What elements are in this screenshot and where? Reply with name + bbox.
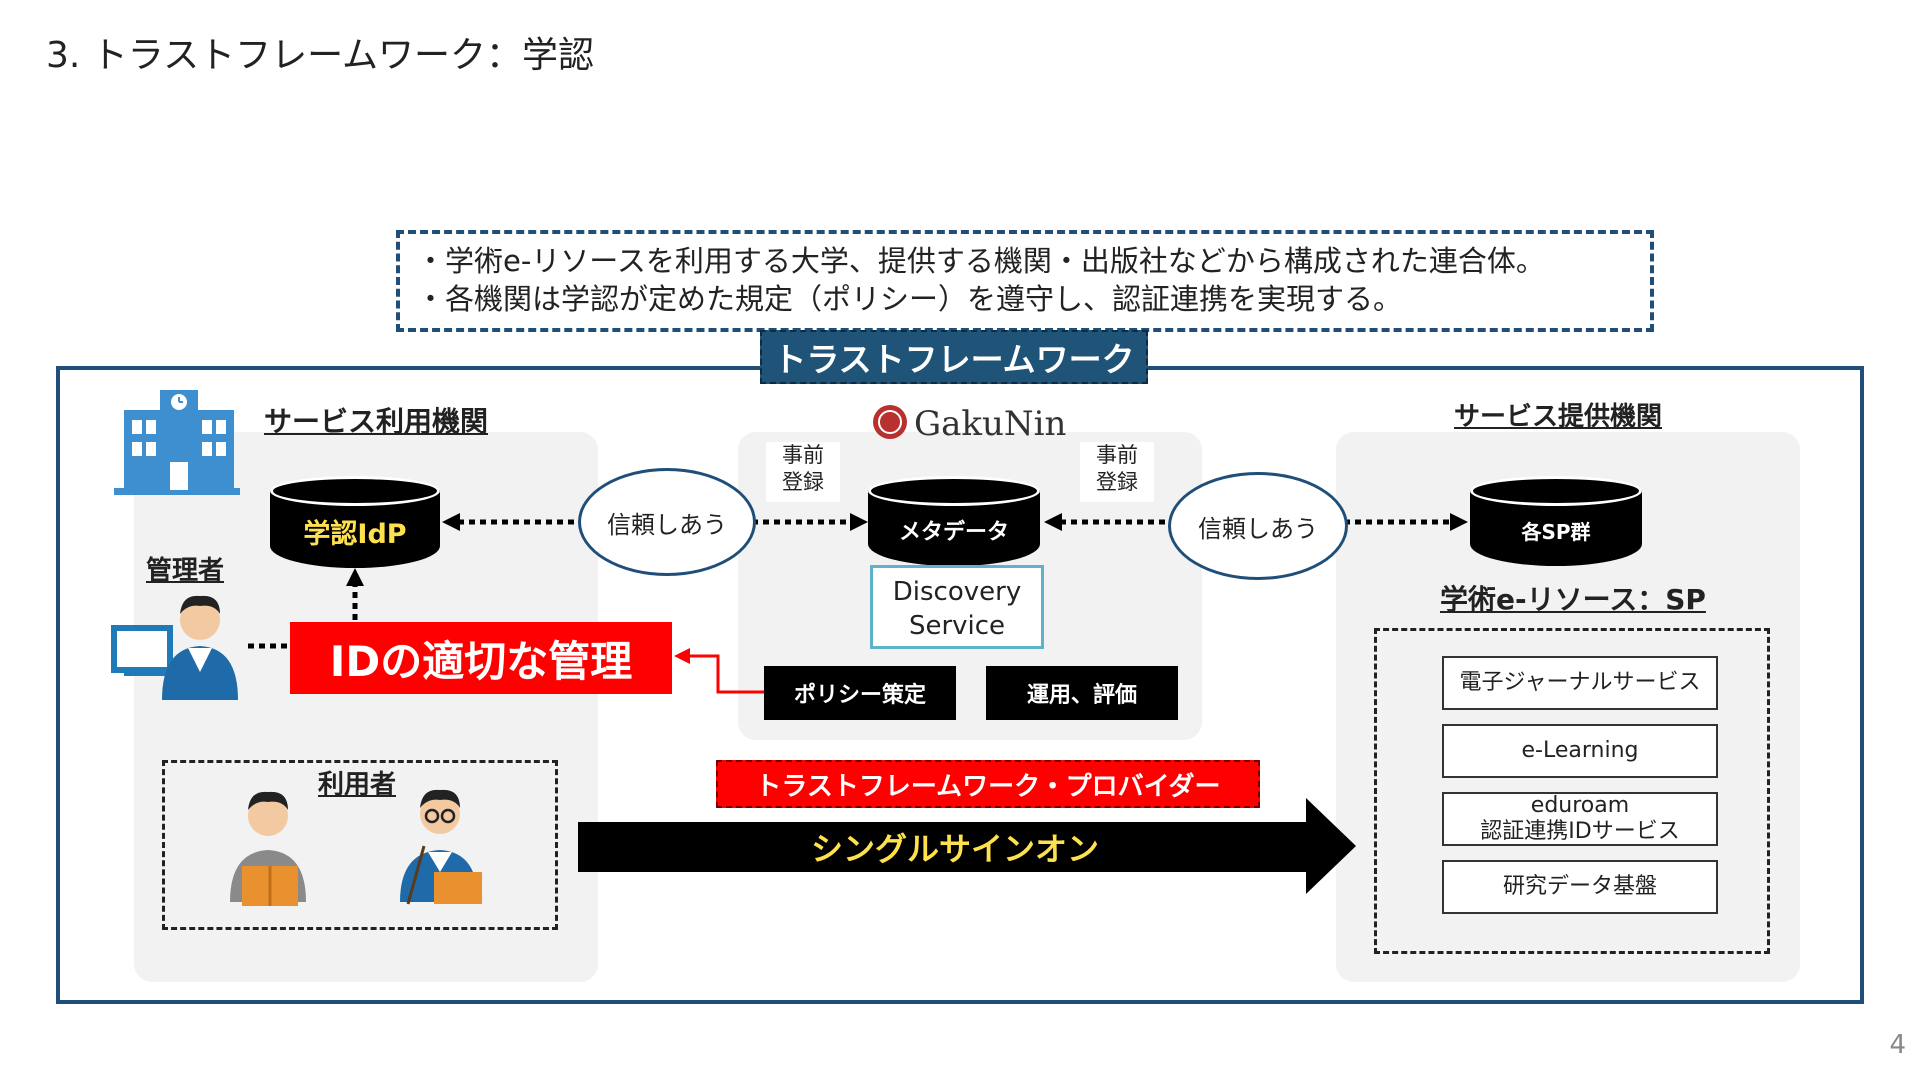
admin-label: 管理者 [146, 556, 225, 586]
framework-provider-label: トラストフレームワーク・プロバイダー [716, 760, 1260, 808]
ops-eval-box: 運用、評価 [986, 666, 1178, 720]
sp-item-ejournal: 電子ジャーナルサービス [1442, 656, 1718, 710]
users-box [162, 760, 558, 930]
sp-group-cylinder: 各SP群 [1470, 476, 1642, 566]
gakunin-logo-text: GakuNin [914, 404, 1067, 444]
service-provider-org-title: サービス提供機関 [1454, 402, 1663, 432]
service-user-org-title: サービス利用機関 [264, 405, 489, 438]
sp-item-eduroam: eduroam 認証連携IDサービス [1442, 792, 1718, 846]
pre-register-left: 事前 登録 [766, 442, 840, 502]
metadata-label: メタデータ [898, 520, 1009, 545]
discovery-service-box: Discovery Service [870, 565, 1044, 649]
sp-item-elearning: e-Learning [1442, 724, 1718, 778]
page-title: 3. トラストフレームワーク：学認 [46, 35, 594, 76]
pre-register-right: 事前 登録 [1080, 442, 1154, 502]
trust-oval-left: 信頼しあう [578, 468, 756, 576]
idp-label: 学認IdP [303, 519, 407, 550]
trust-oval-right: 信頼しあう [1168, 472, 1348, 580]
sp-item-research-data: 研究データ基盤 [1442, 860, 1718, 914]
policy-box: ポリシー策定 [764, 666, 956, 720]
users-label: 利用者 [318, 764, 397, 801]
sp-title: 学術e-リソース：SP [1440, 583, 1706, 616]
page-number: 4 [1889, 1030, 1906, 1060]
id-management-box: IDの適切な管理 [290, 622, 672, 694]
intro-line-1: ・学術e-リソースを利用する大学、提供する機関・出版社などから構成された連合体。 [416, 244, 1545, 278]
intro-box: ・学術e-リソースを利用する大学、提供する機関・出版社などから構成された連合体。… [396, 230, 1654, 332]
metadata-cylinder: メタデータ [868, 476, 1040, 566]
sp-group-label: 各SP群 [1521, 520, 1591, 544]
intro-line-2: ・各機関は学認が定めた規定（ポリシー）を遵守し、認証連携を実現する。 [416, 282, 1403, 316]
framework-label: トラストフレームワーク [760, 330, 1148, 384]
gakunin-idp-cylinder: 学認IdP [270, 476, 440, 568]
sso-label: シングルサインオン [810, 830, 1099, 868]
